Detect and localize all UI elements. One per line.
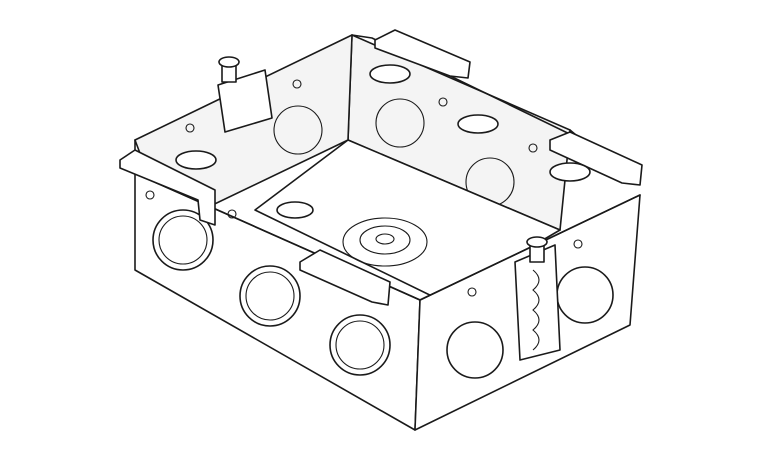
clamp-back xyxy=(217,69,273,133)
center-knockout xyxy=(342,217,428,267)
box-floor xyxy=(254,139,561,301)
cable-clamps xyxy=(217,56,561,361)
screw-hole xyxy=(573,239,583,249)
center-hole xyxy=(375,233,395,245)
screw-hole xyxy=(438,97,448,107)
tab-center xyxy=(276,201,314,219)
tab-back xyxy=(369,64,411,84)
screw-hole xyxy=(528,143,538,153)
knockout-front-2 xyxy=(239,265,301,327)
screw-hole xyxy=(227,209,237,219)
screw-head-icon xyxy=(526,236,548,248)
knockout-front-1 xyxy=(152,209,214,271)
ear-right xyxy=(549,131,643,186)
tab-right xyxy=(549,162,591,182)
clamp-spring xyxy=(532,269,540,351)
screw-hole xyxy=(145,190,155,200)
tab-left xyxy=(175,150,217,170)
screw-hole xyxy=(185,123,195,133)
knockout-right-1 xyxy=(446,321,504,379)
ear-front-left xyxy=(119,149,216,226)
screw-hole xyxy=(467,287,477,297)
ear-front-center xyxy=(299,249,391,306)
screw-head-icon xyxy=(218,56,240,68)
knockout-left-back xyxy=(273,105,323,155)
tab-back-right xyxy=(457,114,499,134)
knockout-front-3 xyxy=(329,314,391,376)
knockout-back-1 xyxy=(375,98,425,148)
knockout-right-2 xyxy=(556,266,614,324)
screw-hole xyxy=(292,79,302,89)
center-knockout-ring xyxy=(359,225,411,255)
ear-back-top xyxy=(374,29,471,79)
mounting-ears xyxy=(119,29,643,306)
